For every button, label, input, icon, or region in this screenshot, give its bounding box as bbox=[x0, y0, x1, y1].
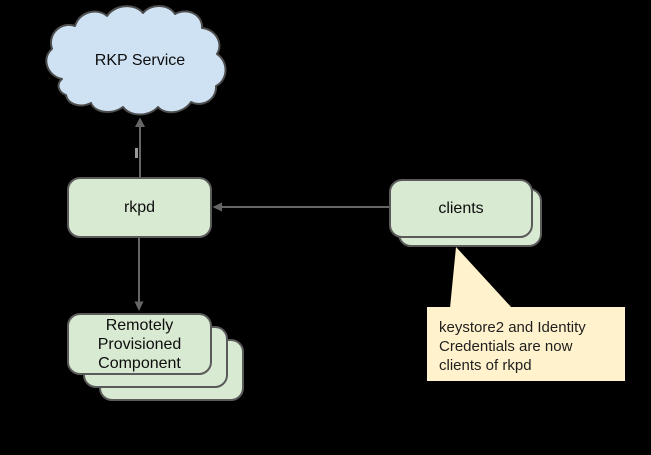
rpc-box: Remotely Provisioned Component bbox=[67, 313, 212, 375]
rkpd-box: rkpd bbox=[67, 177, 212, 238]
arrowhead-down-icon bbox=[134, 301, 144, 311]
callout-text: keystore2 and Identity Credentials are n… bbox=[439, 319, 586, 374]
clients-label: clients bbox=[438, 200, 484, 217]
connector-dash-artifact bbox=[135, 148, 138, 158]
clients-box: clients bbox=[389, 179, 533, 238]
rkp-service-cloud bbox=[45, 5, 227, 116]
callout-tail bbox=[450, 247, 512, 308]
rpc-label: Remotely Provisioned Component bbox=[97, 316, 182, 372]
rkp-service-label: RKP Service bbox=[94, 52, 186, 69]
arrowhead-up-icon bbox=[135, 117, 145, 127]
rkpd-label: rkpd bbox=[123, 199, 156, 216]
callout-bubble: keystore2 and Identity Credentials are n… bbox=[427, 307, 625, 381]
arrowhead-left-icon bbox=[212, 202, 222, 212]
